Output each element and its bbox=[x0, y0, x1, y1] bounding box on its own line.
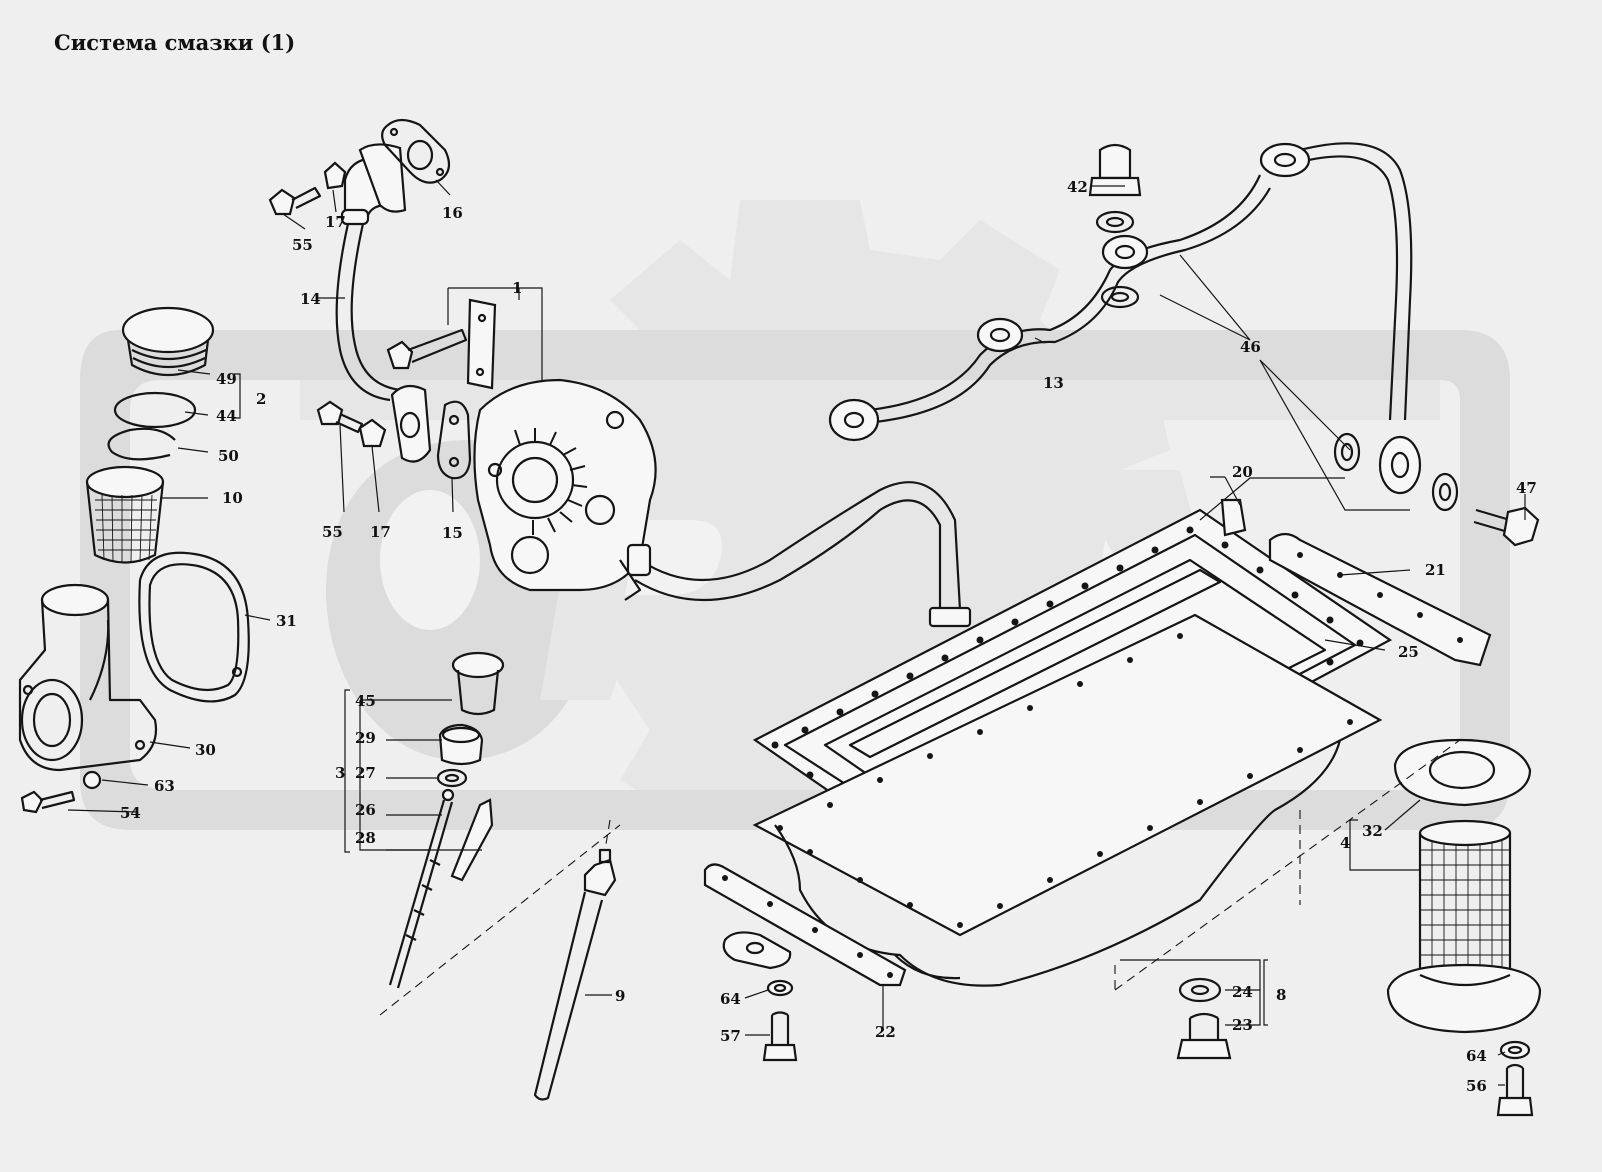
part-4-suction-screen bbox=[1386, 819, 1542, 1034]
part-45-dipstick-cap bbox=[451, 651, 505, 716]
callout-14: 14 bbox=[300, 290, 321, 308]
callout-29: 29 bbox=[355, 729, 376, 747]
part-16-flange-gasket bbox=[381, 118, 451, 184]
part-24-washer bbox=[1178, 977, 1222, 1003]
part-64-bracket-washer bbox=[722, 931, 794, 997]
part-46-washer-2 bbox=[1100, 285, 1140, 309]
part-26-dipstick-rod bbox=[388, 788, 455, 989]
callout-23: 23 bbox=[1232, 1016, 1253, 1034]
callout-22: 22 bbox=[875, 1023, 896, 1041]
callout-10: 10 bbox=[222, 489, 243, 507]
callout-54: 54 bbox=[120, 804, 141, 822]
part-63-nut bbox=[82, 770, 102, 790]
callout-45: 45 bbox=[355, 692, 376, 710]
part-56-bolt bbox=[1496, 1063, 1534, 1117]
callout-17-top: 17 bbox=[325, 213, 346, 231]
part-54-bolt bbox=[20, 790, 76, 814]
oil-pump-body bbox=[473, 378, 657, 601]
page-title: Система смазки (1) bbox=[54, 30, 296, 55]
part-46-washer-4 bbox=[1431, 472, 1459, 512]
pump-discharge-pipe bbox=[626, 481, 972, 628]
callout-57: 57 bbox=[720, 1027, 741, 1045]
callouts: 1 2 3 4 8 9 10 13 14 15 16 17 17 20 21 2… bbox=[120, 178, 1537, 1095]
callout-4: 4 bbox=[1340, 834, 1350, 852]
callout-64-left: 64 bbox=[720, 990, 741, 1008]
callout-13: 13 bbox=[1043, 374, 1064, 392]
part-44-o-ring bbox=[113, 391, 197, 429]
callout-32: 32 bbox=[1362, 822, 1383, 840]
callout-31: 31 bbox=[276, 612, 297, 630]
callout-9: 9 bbox=[615, 987, 625, 1005]
callout-56: 56 bbox=[1466, 1077, 1487, 1095]
callout-63: 63 bbox=[154, 777, 175, 795]
callout-50: 50 bbox=[218, 447, 239, 465]
callout-27: 27 bbox=[355, 764, 376, 782]
part-17-lock-washer-bottom bbox=[358, 418, 387, 448]
group-brackets bbox=[234, 373, 1268, 1026]
callout-17-bottom: 17 bbox=[370, 523, 391, 541]
part-32-screen-gasket bbox=[1393, 738, 1532, 807]
part-64-washer-right bbox=[1499, 1040, 1531, 1060]
part-10-strainer bbox=[85, 465, 165, 564]
callout-25: 25 bbox=[1398, 643, 1419, 661]
pump-flange bbox=[390, 384, 432, 463]
callout-44: 44 bbox=[216, 407, 237, 425]
part-17-lock-washer-top bbox=[323, 161, 347, 190]
part-28-dipstick-clip bbox=[450, 798, 494, 882]
callout-49: 49 bbox=[216, 370, 237, 388]
part-13-oil-line bbox=[828, 142, 1422, 495]
callout-55-top: 55 bbox=[292, 236, 313, 254]
callout-24: 24 bbox=[1232, 983, 1253, 1001]
callout-47: 47 bbox=[1516, 479, 1537, 497]
part-29-dipstick-grommet bbox=[438, 723, 484, 766]
callout-15: 15 bbox=[442, 524, 463, 542]
part-55-bolt-bottom bbox=[316, 400, 364, 434]
part-25-gasket bbox=[848, 568, 1222, 759]
callout-55-bottom: 55 bbox=[322, 523, 343, 541]
callout-26: 26 bbox=[355, 801, 376, 819]
callout-20: 20 bbox=[1232, 463, 1253, 481]
assembly-lines bbox=[379, 739, 1461, 1016]
part-9-dipstick-tube bbox=[533, 848, 617, 1101]
callout-64-right: 64 bbox=[1466, 1047, 1487, 1065]
part-27-dipstick-washer bbox=[436, 768, 468, 788]
callout-16: 16 bbox=[442, 204, 463, 222]
part-46-washer-1 bbox=[1095, 210, 1135, 234]
callout-46: 46 bbox=[1240, 338, 1261, 356]
part-31-gasket bbox=[138, 551, 250, 703]
callout-42: 42 bbox=[1067, 178, 1088, 196]
part-1-pump-bolt bbox=[386, 328, 468, 370]
callout-2: 2 bbox=[256, 390, 266, 408]
part-22-strip bbox=[703, 863, 907, 987]
callout-21: 21 bbox=[1425, 561, 1446, 579]
part-15-pump-gasket bbox=[436, 400, 472, 480]
part-30-filter-housing bbox=[18, 583, 158, 772]
callout-8: 8 bbox=[1276, 986, 1286, 1004]
oil-pan-sump bbox=[752, 613, 1383, 987]
part-21-side-strip bbox=[1268, 532, 1492, 667]
callout-28: 28 bbox=[355, 829, 376, 847]
part-46-washer-3 bbox=[1333, 432, 1361, 472]
callout-1: 1 bbox=[512, 279, 522, 297]
part-50-snap-ring bbox=[107, 427, 176, 461]
callout-30: 30 bbox=[195, 741, 216, 759]
part-14-suction-pipe bbox=[335, 143, 407, 402]
part-57-bolt bbox=[762, 1011, 798, 1062]
part-49-filler-cap bbox=[121, 306, 215, 376]
part-1-shim-plate bbox=[466, 298, 497, 390]
part-55-bolt-top bbox=[268, 186, 322, 216]
part-23-drain-plug bbox=[1176, 1012, 1232, 1060]
leader-lines bbox=[67, 179, 1526, 1086]
part-42-plug bbox=[1088, 143, 1142, 197]
callout-3: 3 bbox=[335, 764, 345, 782]
